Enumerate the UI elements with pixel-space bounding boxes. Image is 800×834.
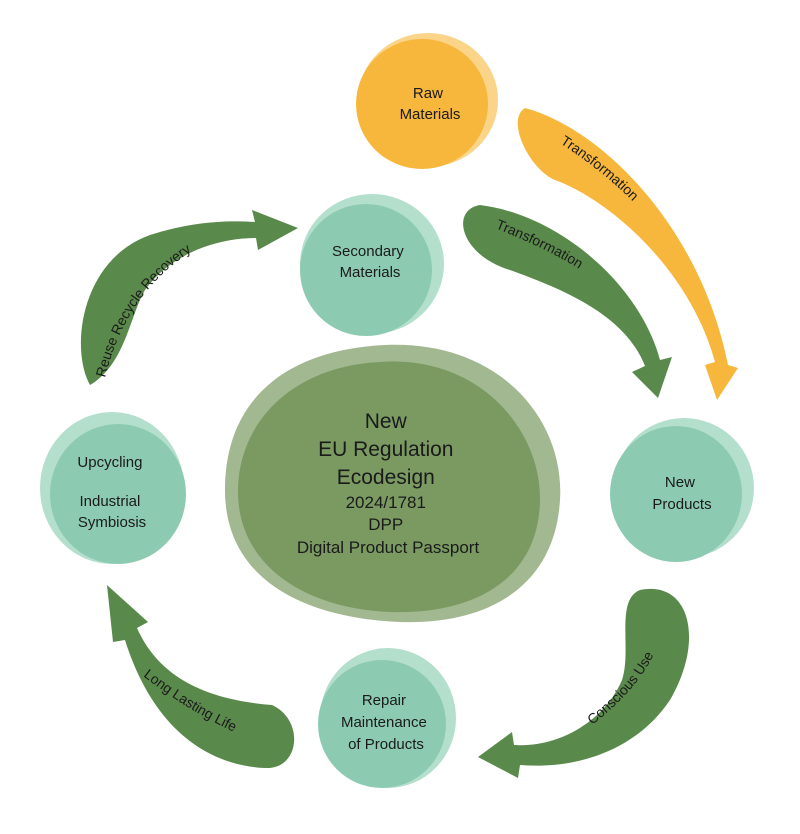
node-label: Secondary Materials [332, 243, 408, 281]
repair-node: Repair Maintenance of Products [318, 648, 456, 788]
arrow-body [107, 585, 295, 769]
center-blob-front [238, 361, 540, 613]
arrow-repair-to-upcycling: Long Lasting Life [107, 585, 295, 769]
center-text: New EU Regulation Ecodesign 2024/1781 DP… [297, 410, 480, 557]
arrow-upcycling-to-secondary: Reuse Recycle Recovery [80, 210, 298, 385]
arrow-new-products-to-repair: Conscious Use [478, 588, 690, 778]
node-label: Repair Maintenance of Products [341, 692, 431, 753]
secondary-materials-node: Secondary Materials [300, 194, 444, 336]
node-label: New Products [652, 474, 711, 513]
arrow-body [517, 108, 738, 400]
node-blob-front [356, 39, 488, 169]
node-blob-front [50, 424, 186, 564]
arrow-body [80, 210, 298, 385]
node-blob-front [318, 660, 446, 788]
upcycling-node: Upcycling Industrial Symbiosis [40, 412, 186, 564]
raw-materials-node: Raw Materials [356, 33, 498, 169]
node-label: Upcycling Industrial Symbiosis [77, 454, 146, 531]
node-blob-front [610, 426, 742, 562]
arrow-body [478, 588, 690, 778]
arrow-body [463, 205, 672, 398]
node-label: Raw Materials [400, 85, 461, 123]
node-blob-front [300, 204, 432, 336]
center-node: New EU Regulation Ecodesign 2024/1781 DP… [225, 344, 561, 623]
new-products-node: New Products [610, 418, 754, 562]
